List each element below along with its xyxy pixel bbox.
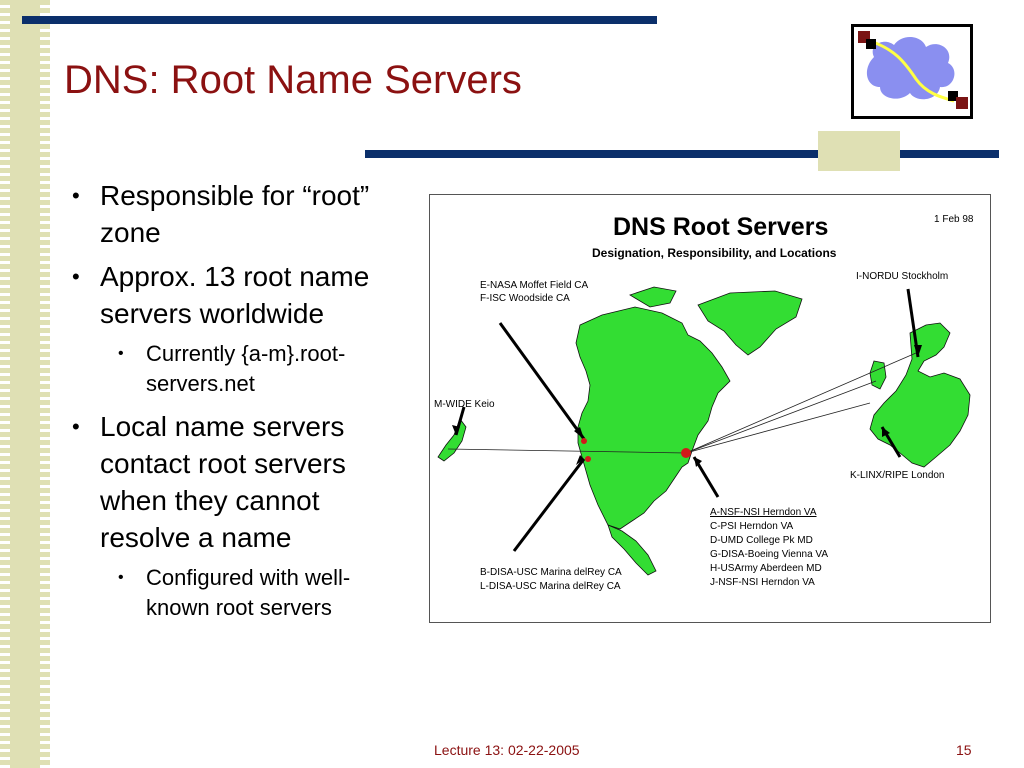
page-number: 15 (956, 742, 972, 758)
top-accent-bar (22, 16, 657, 24)
left-solid-band (10, 0, 40, 768)
label-west-coast-1: E-NASA Moffet Field CA (480, 280, 589, 291)
sub-bullet-item: Currently {a-m}.root-servers.net (70, 339, 410, 399)
footer-lecture-info: Lecture 13: 02-22-2005 (434, 742, 580, 758)
greenland-landmass (697, 290, 803, 356)
label-east-coast-5: H-USArmy Aberdeen MD (710, 563, 822, 574)
label-east-coast-2: C-PSI Herndon VA (710, 521, 794, 532)
arctic-islands-landmass (629, 286, 677, 308)
europe-landmass (869, 322, 971, 468)
bullet-item: Approx. 13 root name servers worldwide (70, 258, 410, 332)
central-america-landmass (607, 524, 657, 576)
sub-bullet-item: Configured with well-known root servers (70, 563, 410, 623)
slide-title: DNS: Root Name Servers (64, 58, 522, 102)
network-cloud-logo (851, 24, 973, 119)
label-east-coast-3: D-UMD College Pk MD (710, 535, 813, 546)
world-map-figure: DNS Root Servers Designation, Responsibi… (434, 213, 974, 592)
label-east-coast-4: G-DISA-Boeing Vienna VA (710, 549, 828, 560)
label-stockholm: I-NORDU Stockholm (856, 271, 948, 282)
bullet-item: Local name servers contact root servers … (70, 408, 410, 556)
root-servers-map: DNS Root Servers Designation, Responsibi… (429, 194, 991, 623)
japan-landmass (437, 418, 467, 462)
tan-accent-block (818, 131, 900, 171)
arrow-heads (452, 345, 922, 467)
label-west-coast-2: F-ISC Woodside CA (480, 293, 570, 304)
cloud-icon (858, 31, 968, 109)
label-east-coast-6: J-NSF-NSI Herndon VA (710, 577, 815, 588)
middle-accent-bar (365, 150, 999, 158)
map-date: 1 Feb 98 (934, 214, 974, 225)
map-subtitle: Designation, Responsibility, and Locatio… (592, 246, 837, 260)
bullet-list: Responsible for “root” zone Approx. 13 r… (70, 177, 410, 632)
map-title: DNS Root Servers (613, 213, 828, 241)
north-america-landmass (575, 306, 731, 530)
label-southwest-2: L-DISA-USC Marina delRey CA (480, 581, 621, 592)
server-markers (581, 438, 691, 462)
label-southwest-1: B-DISA-USC Marina delRey CA (480, 567, 622, 578)
label-japan: M-WIDE Keio (434, 399, 495, 410)
label-london: K-LINX/RIPE London (850, 470, 945, 481)
british-isles-landmass (869, 360, 887, 390)
bullet-item: Responsible for “root” zone (70, 177, 410, 251)
label-east-coast-1: A-NSF-NSI Herndon VA (710, 507, 817, 518)
connection-lines (447, 352, 917, 454)
